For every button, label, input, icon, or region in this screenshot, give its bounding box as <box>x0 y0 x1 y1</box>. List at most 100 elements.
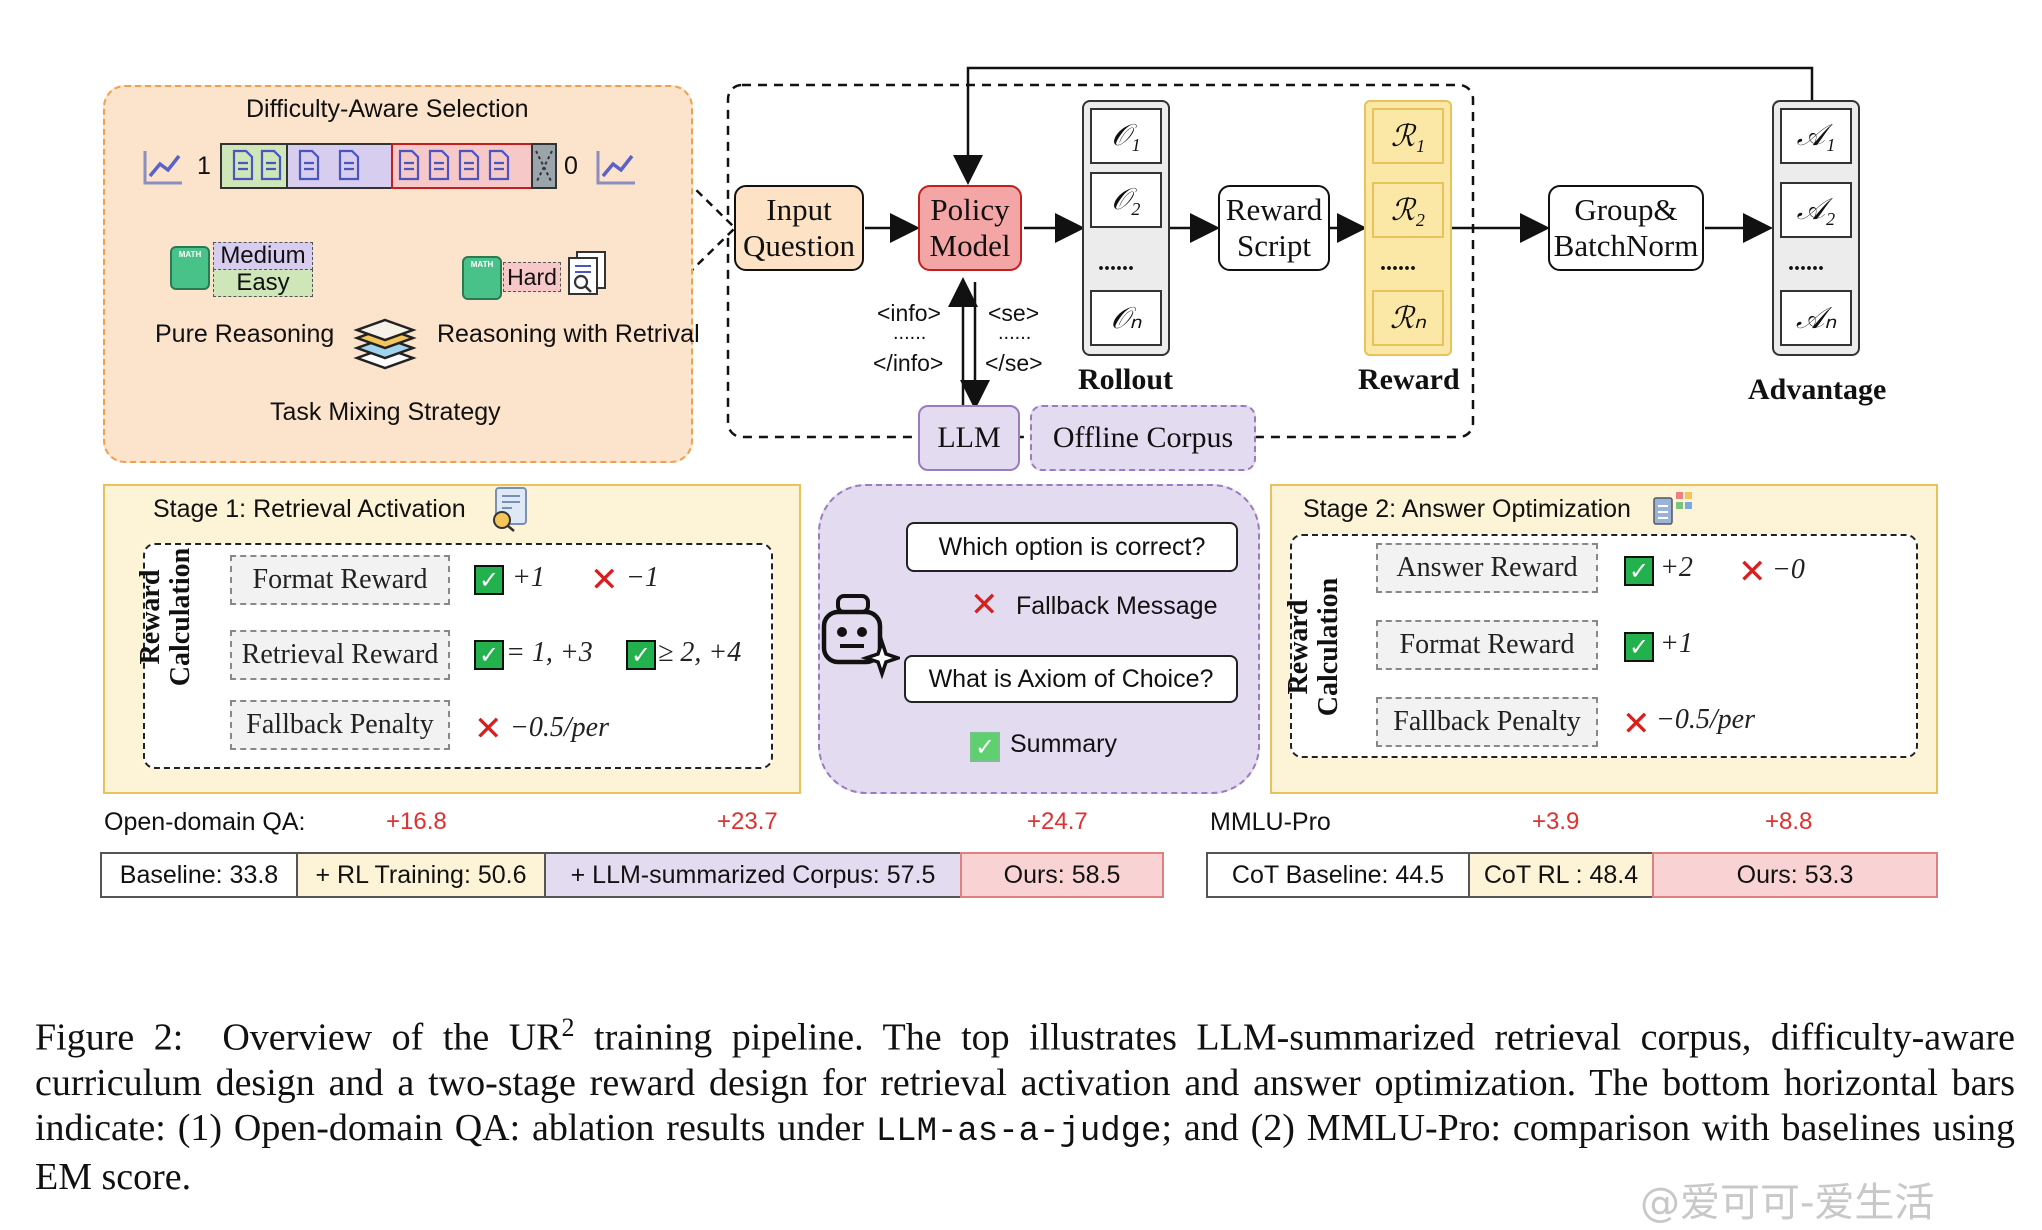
info-close-tag: </info> <box>873 350 944 376</box>
open-qa-delta-2: +23.7 <box>717 808 778 835</box>
check-icon: ✓ <box>1624 556 1654 586</box>
bar-rl-training: + RL Training: 50.6 <box>296 852 546 898</box>
calculator-chart-icon <box>1653 492 1692 525</box>
open-qa-delta-1: +16.8 <box>386 808 447 835</box>
caption-code: LLM-as-a-judge <box>875 1112 1162 1151</box>
caption-prefix: Figure 2: <box>35 1016 184 1059</box>
stage2-fallback-value: −0.5/per <box>1656 704 1755 735</box>
stage1-format-reward: Format Reward <box>230 555 450 605</box>
stage2-answer-pos: +2 <box>1660 552 1693 583</box>
axiom-bubble: What is Axiom of Choice? <box>904 655 1238 703</box>
task-mixing-label: Task Mixing Strategy <box>270 398 501 426</box>
scale-left-value: 1 <box>197 152 211 180</box>
llm-node: LLM <box>918 405 1020 471</box>
rollout-cell-2: 𝒪₂ <box>1090 172 1162 228</box>
advantage-feedback-arrow <box>953 66 1814 185</box>
document-search-icon <box>568 251 606 295</box>
check-icon: ✓ <box>474 565 504 595</box>
difficulty-title: Difficulty-Aware Selection <box>246 95 529 123</box>
math-book-icon-hard: MATH <box>462 256 502 300</box>
bar-baseline: Baseline: 33.8 <box>100 852 298 898</box>
stage1-retrieval-a: = 1, +3 <box>506 637 593 668</box>
caption-text-b: training pipeline. The top illustrates L… <box>35 1016 2015 1149</box>
advantage-dots: ...... <box>1788 250 1824 276</box>
bar-cot-rl: CoT RL : 48.4 <box>1468 852 1654 898</box>
rollout-cell-1: 𝒪₁ <box>1090 108 1162 164</box>
advantage-cell-2: 𝒜₂ <box>1780 182 1852 238</box>
reward-cell-n: ℛₙ <box>1372 290 1444 346</box>
stage1-format-pos: +1 <box>512 562 545 593</box>
stage2-format-pos: +1 <box>1660 628 1693 659</box>
check-icon: ✓ <box>474 640 504 670</box>
se-dots: ...... <box>998 322 1032 344</box>
caption-sup: 2 <box>561 1013 575 1042</box>
figure-caption: Figure 2: Overview of the UR2 training p… <box>35 1005 2015 1200</box>
stage1-fallback-value: −0.5/per <box>510 712 609 743</box>
reward-cell-2: ℛ₂ <box>1372 182 1444 238</box>
fallback-message: Fallback Message <box>1016 592 1218 620</box>
stage1-fallback-penalty: Fallback Penalty <box>230 700 450 750</box>
stage1-title: Stage 1: Retrieval Activation <box>153 495 466 523</box>
mmlu-delta-1: +3.9 <box>1532 808 1580 835</box>
open-qa-delta-3: +24.7 <box>1027 808 1088 835</box>
question-bubble: Which option is correct? <box>906 522 1238 572</box>
layers-stack-icon <box>353 318 417 370</box>
check-icon: ✓ <box>1624 632 1654 662</box>
advantage-label: Advantage <box>1748 373 1887 406</box>
rollout-label: Rollout <box>1078 363 1174 396</box>
math-book-icon-medium: MATH <box>170 246 210 290</box>
group-batchnorm-node: Group&BatchNorm <box>1548 185 1704 271</box>
offline-corpus-node: Offline Corpus <box>1030 405 1256 471</box>
search-report-icon <box>493 487 527 532</box>
easy-label: Easy <box>213 269 313 297</box>
rollout-dots: ...... <box>1098 250 1134 276</box>
bar-llm-corpus: + LLM-summarized Corpus: 57.5 <box>544 852 962 898</box>
advantage-cell-1: 𝒜₁ <box>1780 108 1852 164</box>
stage2-answer-neg: −0 <box>1772 554 1805 585</box>
bar-ours-mmlu: Ours: 53.3 <box>1652 852 1938 898</box>
summary-label: Summary <box>1010 730 1117 758</box>
rollout-cell-n: 𝒪ₙ <box>1090 290 1162 346</box>
mmlu-delta-2: +8.8 <box>1765 808 1813 835</box>
se-close-tag: </se> <box>985 350 1043 376</box>
fallback-cross-icon: ✕ <box>970 585 999 625</box>
stage2-title: Stage 2: Answer Optimization <box>1303 495 1631 523</box>
bar-cot-baseline: CoT Baseline: 44.5 <box>1206 852 1470 898</box>
hard-label: Hard <box>503 262 561 292</box>
stage1-retrieval-b: ≥ 2, +4 <box>658 637 742 668</box>
difficulty-document-strip <box>220 143 557 189</box>
cross-icon: ✕ <box>1622 704 1651 744</box>
medium-label: Medium <box>213 242 313 270</box>
mmlu-label: MMLU-Pro <box>1210 808 1331 836</box>
cross-icon: ✕ <box>590 560 619 600</box>
trend-up-icon <box>143 151 182 185</box>
watermark: @爱可可-爱生活 <box>1640 1180 1935 1226</box>
trend-up-icon-right <box>596 151 635 185</box>
info-dots: ...... <box>893 322 927 344</box>
stage1-format-neg: −1 <box>626 562 659 593</box>
reasoning-retrieval-label: Reasoning with Retrival <box>437 320 700 348</box>
caption-text-a: Overview of the UR <box>222 1016 562 1059</box>
stage1-retrieval-reward: Retrieval Reward <box>230 630 450 680</box>
stage2-answer-reward: Answer Reward <box>1376 543 1598 593</box>
cross-icon: ✕ <box>474 709 503 749</box>
robot-sparkle-icon <box>821 594 900 680</box>
reward-label: Reward <box>1358 363 1460 396</box>
pure-reasoning-label: Pure Reasoning <box>155 320 335 348</box>
reward-cell-1: ℛ₁ <box>1372 108 1444 164</box>
caption-text-c: ; and (2) MMLU-Pro: comparison with base… <box>35 1106 2015 1198</box>
bar-ours-qa: Ours: 58.5 <box>960 852 1164 898</box>
stage2-format-reward: Format Reward <box>1376 620 1598 670</box>
advantage-cell-n: 𝒜ₙ <box>1780 290 1852 346</box>
summary-check-icon: ✓ <box>970 732 1000 762</box>
check-icon: ✓ <box>626 640 656 670</box>
reward-dots: ...... <box>1380 250 1416 276</box>
se-open-tag: <se> <box>988 300 1040 326</box>
scale-right-value: 0 <box>564 152 578 180</box>
cross-icon: ✕ <box>1738 552 1767 592</box>
stage2-fallback-penalty: Fallback Penalty <box>1376 697 1598 747</box>
